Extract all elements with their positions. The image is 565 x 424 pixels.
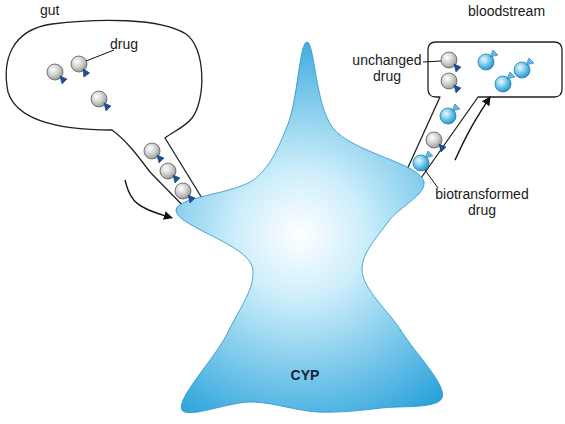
gut-compartment: gut xyxy=(0,0,205,180)
molecule-body xyxy=(478,54,494,70)
biotransformed-molecule xyxy=(495,72,515,92)
molecule-body xyxy=(175,183,191,199)
cyp-enzyme: CYP xyxy=(172,40,455,420)
drug-molecule xyxy=(71,56,90,78)
leader-line xyxy=(425,170,438,188)
molecule-tag xyxy=(157,155,164,163)
molecule-body xyxy=(47,64,63,80)
drug-molecule xyxy=(91,91,111,111)
molecule-body xyxy=(160,163,176,179)
callout-label: biotransformed drug xyxy=(428,186,536,218)
leader-line xyxy=(86,50,114,61)
molecule-tag xyxy=(507,72,515,79)
molecule-body xyxy=(413,155,429,171)
molecule-tag xyxy=(188,195,195,203)
molecule-tag xyxy=(425,151,433,158)
node-label: CYP xyxy=(270,367,340,383)
drug-molecule xyxy=(441,52,461,72)
cyp-shape xyxy=(176,42,443,413)
callout-label: unchanged drug xyxy=(350,52,424,84)
molecule-tag xyxy=(526,58,534,65)
molecule-tag xyxy=(452,104,460,111)
molecule-tag xyxy=(454,85,461,93)
bloodstream-compartment: bloodstream xyxy=(428,0,562,97)
biotransformed-molecule xyxy=(478,50,498,70)
molecule-body xyxy=(71,56,87,72)
molecule-body xyxy=(144,143,160,159)
molecule-tag xyxy=(439,144,446,152)
flow-arrow xyxy=(125,180,172,218)
drug-molecule xyxy=(144,143,164,163)
biotransformed-molecule xyxy=(413,151,433,171)
drug-molecule xyxy=(47,64,67,84)
molecule-body xyxy=(441,73,457,89)
molecule-tag xyxy=(82,69,90,78)
gut-outline xyxy=(6,20,205,218)
molecule-body xyxy=(426,132,442,148)
molecule-tag xyxy=(173,175,180,183)
leader-line xyxy=(423,61,441,62)
biotransformed-molecule xyxy=(514,58,534,78)
node-label: gut xyxy=(40,2,80,18)
drug-molecule xyxy=(175,183,195,203)
molecule-body xyxy=(440,108,456,124)
molecules xyxy=(47,50,534,203)
flow-arrow xyxy=(455,97,490,160)
biotransformed-molecule xyxy=(440,104,460,124)
callout-label: drug xyxy=(110,36,150,52)
drug-molecule xyxy=(160,163,180,183)
molecule-body xyxy=(91,91,107,107)
drug-molecule xyxy=(426,132,446,152)
molecule-tag xyxy=(454,64,461,72)
node-label: bloodstream xyxy=(468,3,560,19)
molecule-body xyxy=(514,62,530,78)
molecule-body xyxy=(495,76,511,92)
molecule-body xyxy=(441,52,457,68)
molecule-tag xyxy=(490,50,498,57)
molecule-tag xyxy=(104,103,111,111)
drug-molecule xyxy=(441,73,461,93)
molecule-tag xyxy=(60,76,67,84)
